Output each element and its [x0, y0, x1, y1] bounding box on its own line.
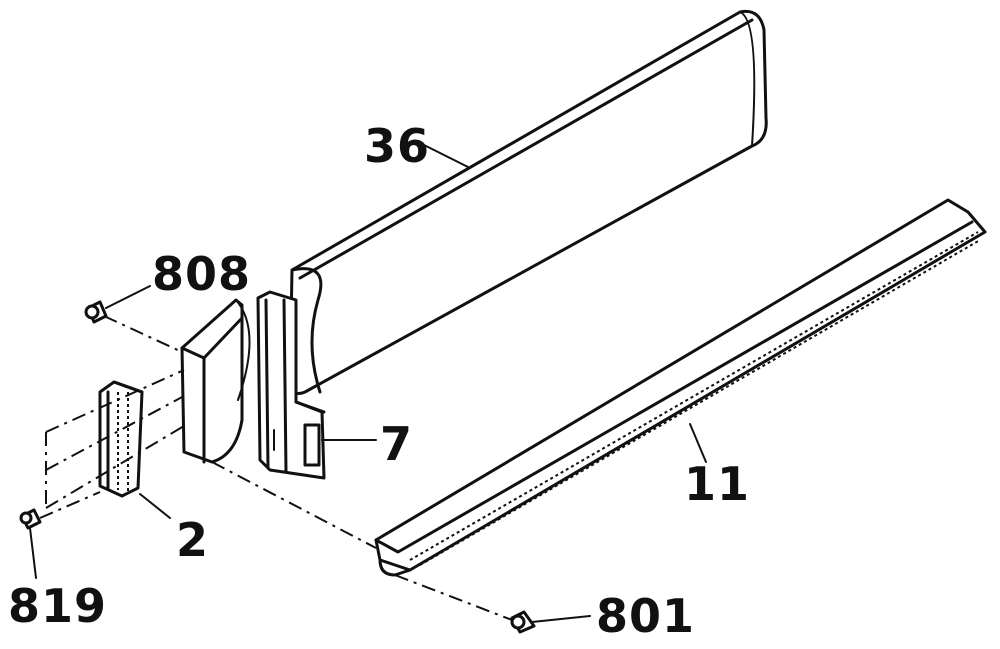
bracket-part [256, 290, 326, 480]
label-11: 11 [684, 457, 750, 511]
end-block-part [180, 298, 251, 464]
assembly-lines [39, 315, 513, 621]
label-808: 808 [152, 247, 251, 301]
rail-part [374, 198, 987, 577]
screw-808 [84, 300, 108, 324]
screw-801 [510, 610, 536, 634]
screw-819 [19, 508, 42, 530]
label-7: 7 [380, 417, 413, 471]
label-2: 2 [176, 513, 209, 567]
label-801: 801 [596, 589, 695, 643]
end-cap-part [98, 380, 144, 498]
label-819: 819 [8, 579, 107, 633]
label-36: 36 [364, 119, 430, 173]
panel-part [288, 9, 768, 395]
leader-lines [29, 141, 707, 623]
